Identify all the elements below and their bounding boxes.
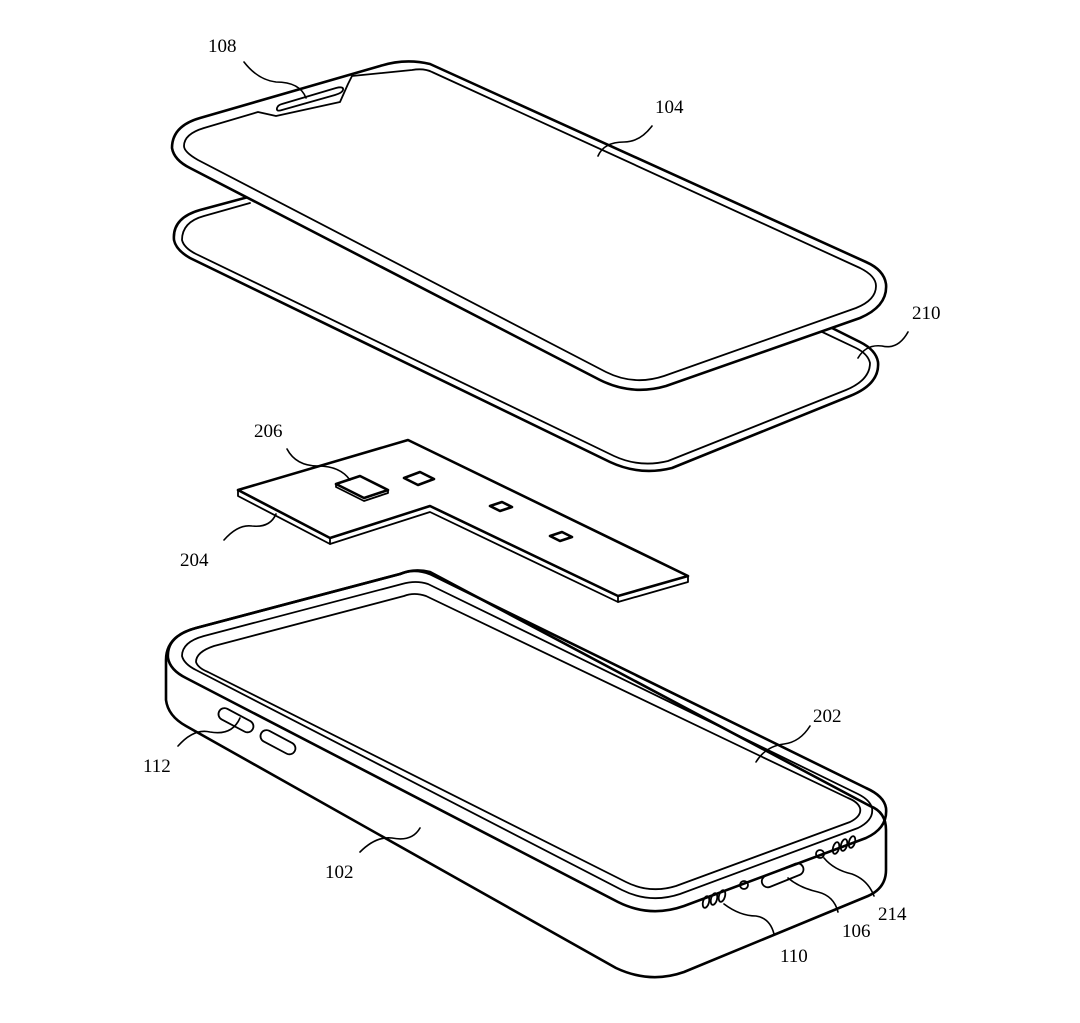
label-202: 202 <box>813 706 842 727</box>
chip-small-3 <box>548 530 574 543</box>
side-button-2 <box>259 729 297 756</box>
speaker-holes-right <box>831 835 857 855</box>
chip-small-1 <box>402 470 436 487</box>
label-214: 214 <box>878 904 907 925</box>
chip-small-2 <box>488 500 514 513</box>
label-102: 102 <box>325 862 354 883</box>
circuit-board <box>236 438 690 603</box>
label-210: 210 <box>912 303 941 324</box>
reference-labels: 108 104 210 206 204 202 112 102 214 106 … <box>143 36 941 967</box>
speaker-holes-110 <box>701 889 727 909</box>
mic-hole-left <box>739 880 749 890</box>
leader-lines <box>177 61 909 935</box>
label-112: 112 <box>143 756 171 777</box>
label-204: 204 <box>180 550 209 571</box>
housing <box>164 569 888 979</box>
label-110: 110 <box>780 946 808 967</box>
side-button-1 <box>217 707 255 734</box>
mic-hole-214 <box>815 849 825 859</box>
label-108: 108 <box>208 36 237 57</box>
port-106 <box>760 862 805 889</box>
cover-glass <box>170 60 888 392</box>
receiver-slot <box>275 86 345 112</box>
label-104: 104 <box>655 97 684 118</box>
label-106: 106 <box>842 921 871 942</box>
label-206: 206 <box>254 421 283 442</box>
